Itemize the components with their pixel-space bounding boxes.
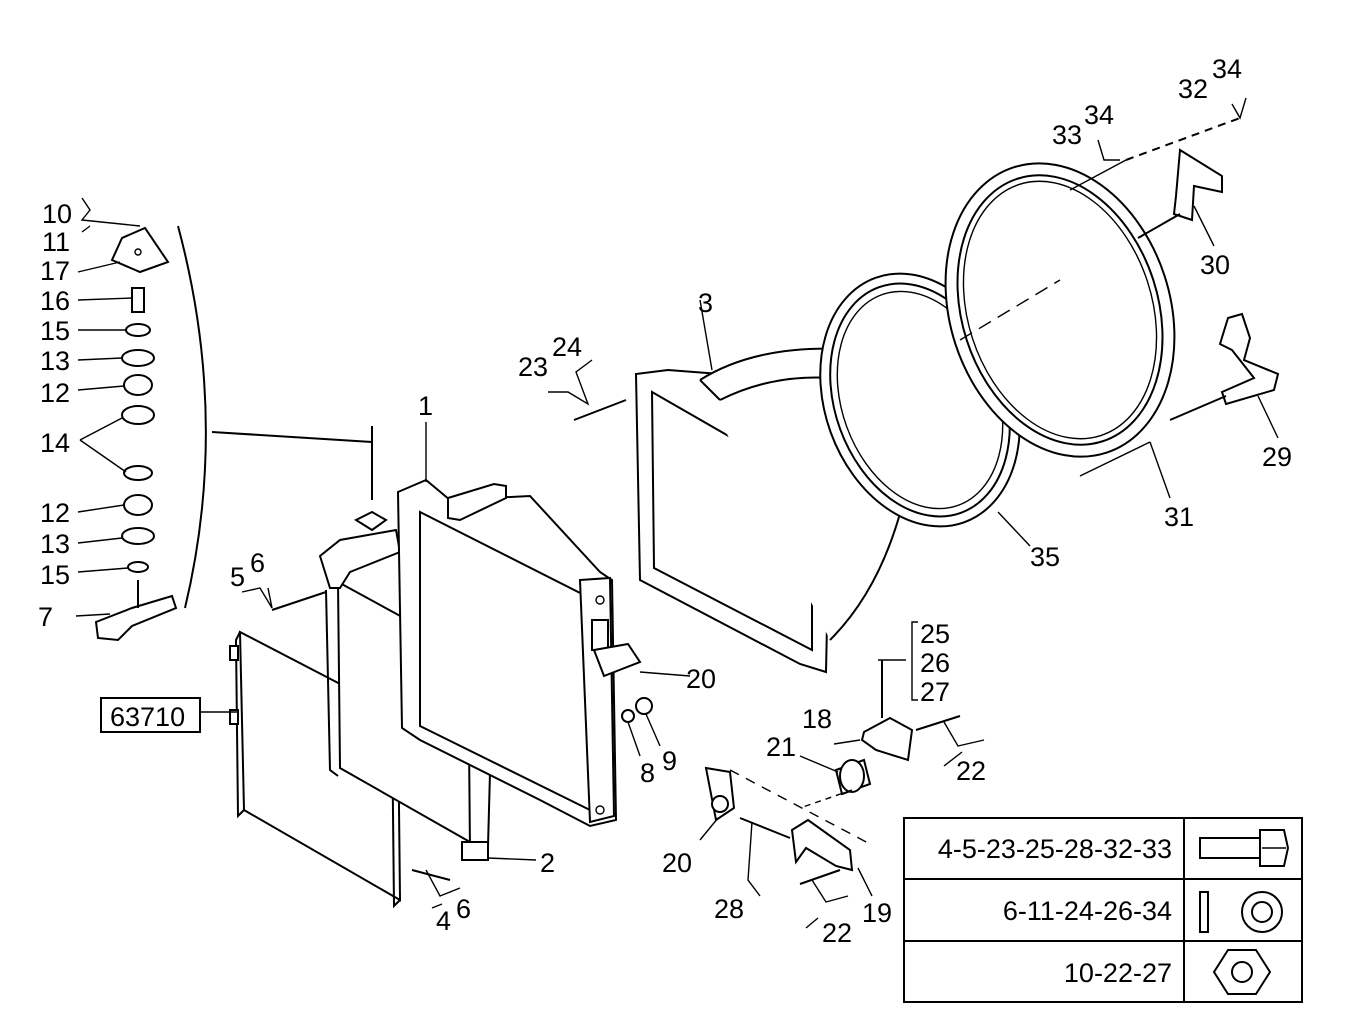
callout-12b: 12 [40,498,70,528]
callout-9: 9 [662,746,677,776]
callout-1: 1 [418,391,433,421]
callout-30: 30 [1200,250,1230,280]
callout-28: 28 [714,894,744,924]
callout-35: 35 [1030,542,1060,572]
legend-row-1-refs: 4-5-23-25-28-32-33 [938,834,1172,864]
callout-24: 24 [552,332,582,362]
callout-6a: 6 [250,548,265,578]
callout-31: 31 [1164,502,1194,532]
callout-2: 2 [540,848,555,878]
callout-33: 33 [1052,120,1082,150]
nut-icon [1212,949,1272,995]
callout-10: 10 [42,199,72,229]
bolt-icon [1199,829,1290,867]
callout-5: 5 [230,562,245,592]
callout-21: 21 [766,732,796,762]
washer-icon [1199,891,1283,933]
reference-number: 63710 [110,702,185,732]
callout-20a: 20 [686,664,716,694]
callout-17: 17 [40,256,70,286]
callout-26: 26 [920,648,950,678]
legend-row-3-refs: 10-22-27 [1064,958,1172,988]
callout-22a: 22 [956,756,986,786]
callout-23: 23 [518,352,548,382]
lower-mounting [699,621,985,929]
callout-34a: 34 [1084,100,1114,130]
callout-29: 29 [1262,442,1292,472]
callout-20b: 20 [662,848,692,878]
callout-8: 8 [640,758,655,788]
callout-18: 18 [802,704,832,734]
callout-15b: 15 [40,560,70,590]
brackets-right [1069,97,1280,439]
callout-11: 11 [42,227,70,257]
callout-13a: 13 [40,346,70,376]
callout-7: 7 [38,602,53,632]
callout-4: 4 [436,906,451,936]
reference-box: 63710 [100,697,201,733]
legend-row-2-refs: 6-11-24-26-34 [1003,896,1172,926]
radiator [353,422,691,828]
callout-22b: 22 [822,918,852,948]
callout-12a: 12 [40,378,70,408]
fan-shroud [548,299,913,674]
callout-25: 25 [920,619,950,649]
callout-34b: 34 [1212,54,1242,84]
callout-32: 32 [1178,74,1208,104]
callout-3: 3 [698,288,713,318]
fastener-legend: 4-5-23-25-28-32-33 6-11-24-26-34 10-22-2… [903,817,1303,1003]
callout-19: 19 [862,898,892,928]
callout-16: 16 [40,286,70,316]
fan-guard [944,162,1176,499]
fasteners-left [241,587,661,909]
callout-13b: 13 [40,529,70,559]
callout-6b: 6 [456,894,471,924]
callout-15a: 15 [40,316,70,346]
callout-27: 27 [920,677,950,707]
callout-14: 14 [40,428,70,458]
mounting-stack [75,197,373,642]
callout-labels: 1 2 3 4 5 6 6 7 8 9 10 11 12 12 13 13 14… [38,54,1292,948]
